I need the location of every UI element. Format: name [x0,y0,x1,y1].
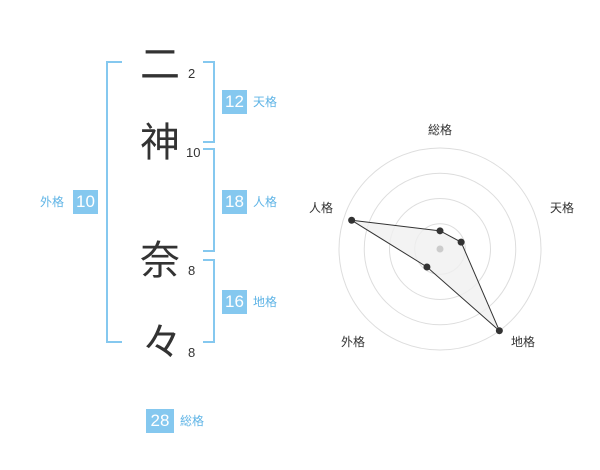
stroke-count-4: 8 [188,345,196,360]
radar-point-4 [348,216,356,224]
name-char-1: 二 [140,42,180,88]
tenkaku-value: 12 [222,90,247,114]
name-char-3: 奈 [140,238,180,284]
radar-label-tenkaku: 天格 [550,201,575,215]
stroke-count-3: 8 [188,263,196,278]
radar-point-2 [495,327,503,335]
tenkaku-label: 天格 [253,95,278,109]
soukaku-label: 総格 [180,414,205,428]
jinkaku-value: 18 [222,190,247,214]
radar-label-chikaku: 地格 [511,335,536,349]
soukaku-value: 28 [146,409,174,433]
gaikaku-bracket [106,61,122,343]
radar-point-0 [436,227,444,235]
chikaku-bracket [203,259,215,343]
gaikaku-value: 10 [73,190,98,214]
radar-point-1 [457,238,465,246]
radar-label-gaikaku: 外格 [341,335,366,349]
jinkaku-label: 人格 [253,195,278,209]
radar-grid-ring [389,198,491,300]
name-char-4: 々 [142,320,182,366]
stroke-count-1: 2 [188,66,196,81]
radar-grid-ring [363,172,517,326]
stroke-count-2: 10 [186,145,201,160]
radar-polygon [351,219,500,332]
radar-center-dot [436,245,444,253]
jinkaku-bracket [203,148,215,252]
chikaku-label: 地格 [253,295,278,309]
chikaku-value: 16 [222,290,247,314]
radar-label-soukaku: 総格 [428,123,453,137]
name-char-2: 神 [140,120,180,166]
gaikaku-label: 外格 [40,195,65,209]
radar-label-jinkaku: 人格 [309,201,334,215]
tenkaku-bracket [203,61,215,143]
radar-grid-ring [338,147,542,351]
radar-point-3 [423,263,431,271]
